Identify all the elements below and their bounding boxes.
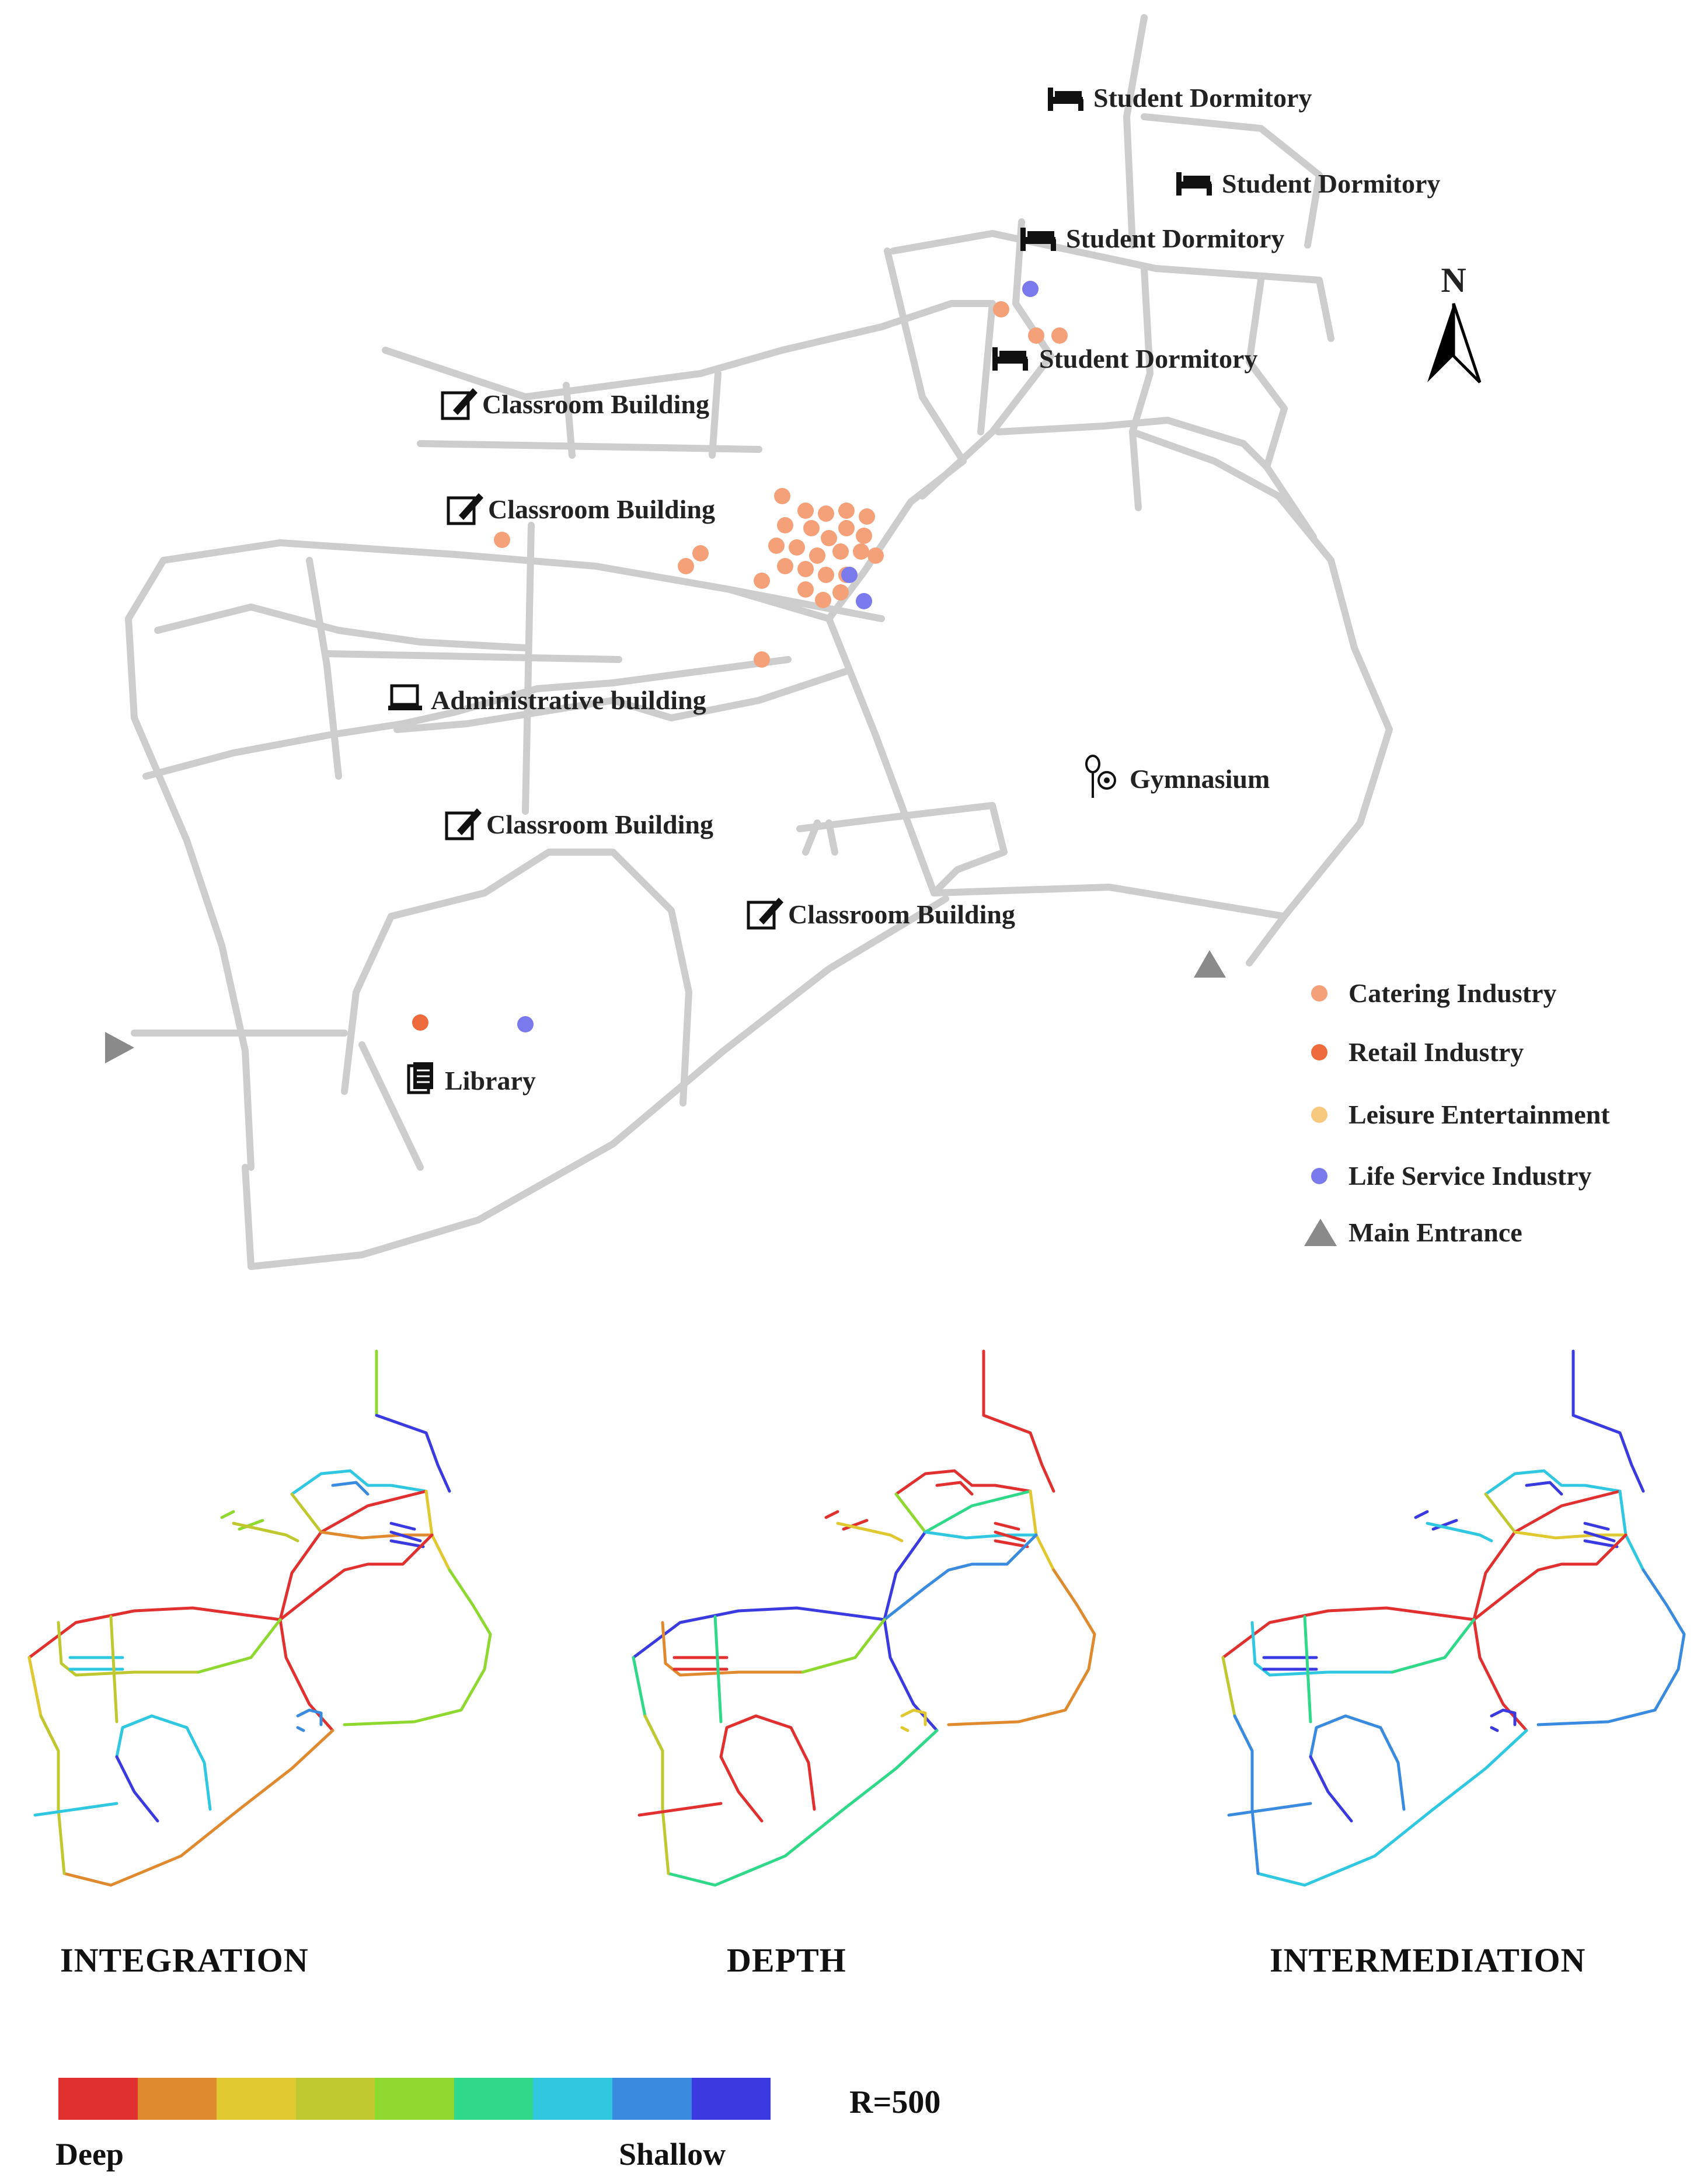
building-student-dormitory-2: Student Dormitory bbox=[1176, 169, 1440, 198]
edit-icon bbox=[747, 898, 783, 930]
catering-dots bbox=[494, 301, 1068, 668]
laptop-icon bbox=[388, 684, 422, 710]
building-label: Student Dormitory bbox=[1093, 83, 1312, 113]
panel-title-intermediation: INTERMEDIATION bbox=[1270, 1941, 1586, 1979]
panel-intermediation bbox=[1221, 1349, 1686, 1887]
retail-marker bbox=[1311, 1044, 1327, 1060]
building-classroom-3: Classroom Building bbox=[445, 808, 713, 840]
building-classroom-1: Classroom Building bbox=[441, 388, 709, 420]
building-student-dormitory-1: Student Dormitory bbox=[1048, 83, 1312, 113]
building-label: Student Dormitory bbox=[1066, 224, 1284, 253]
legend-item-life-service: Life Service Industry bbox=[1311, 1161, 1592, 1191]
north-arrow: N bbox=[1427, 261, 1482, 383]
legend: Catering Industry Retail Industry Leisur… bbox=[1304, 978, 1610, 1247]
north-label: N bbox=[1441, 261, 1466, 299]
bed-icon bbox=[1020, 228, 1056, 251]
building-label: Gymnasium bbox=[1130, 764, 1270, 794]
scale-deep-label: Deep bbox=[55, 2137, 124, 2172]
entrance-west bbox=[105, 1032, 134, 1063]
catering-marker bbox=[1311, 985, 1327, 1002]
panel-title-depth: DEPTH bbox=[727, 1941, 846, 1979]
building-label: Classroom Building bbox=[486, 810, 713, 839]
building-labels: Student Dormitory Student Dormitory Stud… bbox=[388, 83, 1440, 1096]
legend-item-main-entrance: Main Entrance bbox=[1304, 1217, 1522, 1247]
legend-label: Leisure Entertainment bbox=[1348, 1100, 1610, 1129]
sports-ball-icon bbox=[1085, 755, 1116, 798]
legend-label: Life Service Industry bbox=[1348, 1161, 1592, 1191]
road-network bbox=[125, 14, 1393, 1270]
building-gymnasium: Gymnasium bbox=[1085, 755, 1270, 798]
scale-segment bbox=[217, 2078, 296, 2120]
bed-icon bbox=[1048, 88, 1083, 111]
main-entrances bbox=[105, 950, 1226, 1063]
color-scale-bar bbox=[58, 2078, 771, 2120]
building-classroom-4: Classroom Building bbox=[747, 898, 1015, 930]
edit-icon bbox=[441, 388, 478, 420]
building-label: Classroom Building bbox=[788, 899, 1015, 929]
scale-segment bbox=[612, 2078, 692, 2120]
panel-integration bbox=[27, 1349, 492, 1887]
edit-icon bbox=[445, 808, 482, 840]
legend-item-leisure: Leisure Entertainment bbox=[1311, 1100, 1610, 1129]
building-label: Classroom Building bbox=[488, 494, 715, 524]
building-label: Library bbox=[445, 1066, 536, 1096]
scale-segment bbox=[691, 2078, 771, 2120]
scale-radius-label: R=500 bbox=[849, 2084, 941, 2120]
poi-dots bbox=[412, 281, 1068, 1032]
legend-item-catering: Catering Industry bbox=[1311, 978, 1557, 1008]
analysis-panels bbox=[27, 1349, 1686, 1887]
color-scale bbox=[58, 2078, 771, 2120]
bed-icon bbox=[1176, 172, 1212, 196]
scale-segment bbox=[58, 2078, 138, 2120]
leisure-marker bbox=[1311, 1107, 1327, 1123]
retail-dots bbox=[412, 1014, 428, 1031]
building-label: Classroom Building bbox=[482, 389, 709, 419]
scale-segment bbox=[533, 2078, 612, 2120]
building-label: Administrative building bbox=[431, 685, 706, 715]
entrance-east bbox=[1194, 950, 1226, 978]
building-administrative: Administrative building bbox=[388, 684, 706, 715]
scale-segment bbox=[295, 2078, 375, 2120]
bed-icon bbox=[992, 347, 1028, 371]
building-student-dormitory-4: Student Dormitory bbox=[992, 344, 1257, 374]
building-classroom-2: Classroom Building bbox=[447, 493, 715, 525]
panel-depth bbox=[632, 1349, 1096, 1887]
building-library: Library bbox=[407, 1062, 536, 1096]
legend-item-retail: Retail Industry bbox=[1311, 1037, 1524, 1067]
document-icon bbox=[407, 1062, 433, 1094]
entrance-marker bbox=[1304, 1219, 1337, 1246]
life-service-dots bbox=[517, 281, 1039, 1032]
campus-map: N bbox=[105, 14, 1610, 1270]
building-label: Student Dormitory bbox=[1039, 344, 1257, 374]
building-label: Student Dormitory bbox=[1222, 169, 1440, 198]
edit-icon bbox=[447, 493, 483, 525]
scale-segment bbox=[375, 2078, 454, 2120]
scale-segment bbox=[137, 2078, 217, 2120]
scale-segment bbox=[454, 2078, 534, 2120]
building-student-dormitory-3: Student Dormitory bbox=[1020, 224, 1284, 253]
life-service-marker bbox=[1311, 1168, 1327, 1184]
panel-title-integration: INTEGRATION bbox=[60, 1941, 309, 1979]
scale-shallow-label: Shallow bbox=[619, 2137, 726, 2172]
legend-label: Main Entrance bbox=[1348, 1217, 1522, 1247]
legend-label: Retail Industry bbox=[1348, 1037, 1524, 1067]
legend-label: Catering Industry bbox=[1348, 978, 1557, 1008]
